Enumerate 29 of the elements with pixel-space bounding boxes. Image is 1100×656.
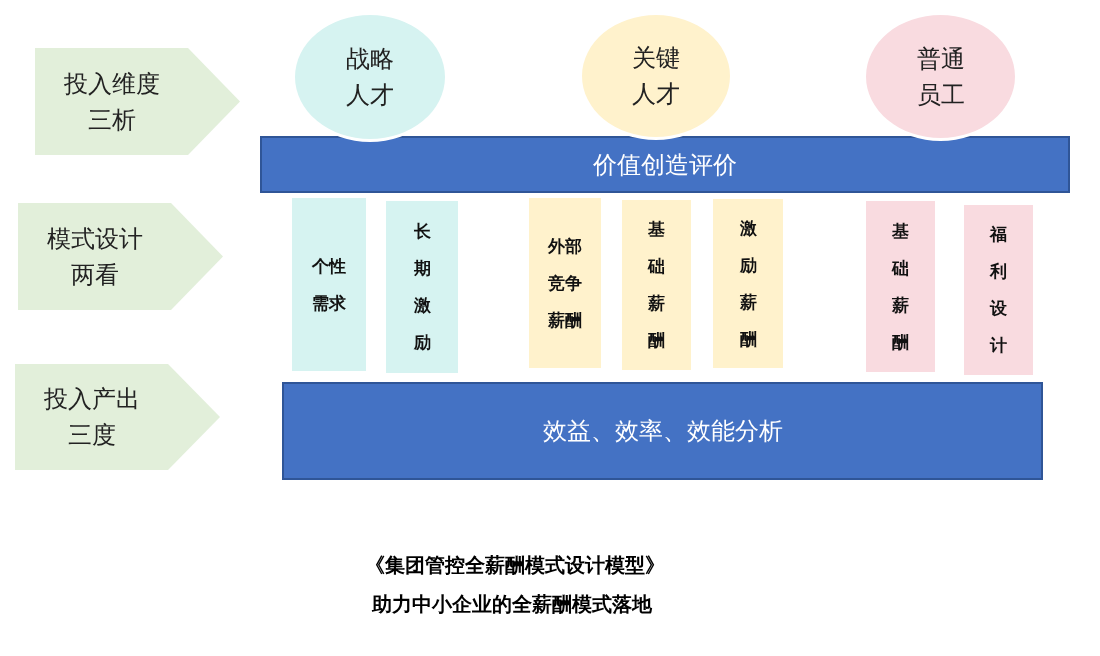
strip-label: 外部竞争薪酬 — [547, 234, 583, 332]
ellipse-label: 战略人才 — [345, 44, 395, 111]
bar-label: 价值创造评价 — [593, 149, 737, 180]
evaluation-bar — [282, 382, 1043, 480]
stage-chevron — [15, 364, 220, 470]
strip-label: 长期激励 — [412, 220, 432, 354]
category-strip — [386, 201, 458, 373]
stage-label: 模式设计两看 — [45, 223, 144, 291]
strip-label: 基础薪酬 — [646, 218, 666, 352]
caption: 《集团管控全薪酬模式设计模型》 — [365, 552, 665, 579]
category-strip — [529, 198, 601, 368]
strip-label: 激励薪酬 — [738, 216, 758, 351]
category-strip — [622, 200, 691, 370]
stage-chevron — [35, 48, 240, 155]
category-strip — [964, 205, 1033, 375]
strip-label: 个性需求 — [311, 254, 347, 315]
strip-label: 福利设计 — [988, 223, 1008, 357]
evaluation-bar — [260, 136, 1070, 193]
category-strip — [713, 199, 783, 368]
ellipse-label: 普通员工 — [915, 43, 966, 111]
stage-chevron — [18, 203, 223, 310]
category-strip — [292, 198, 366, 371]
bar-label: 效益、效率、效能分析 — [542, 416, 783, 446]
subtitle: 助力中小企业的全薪酬模式落地 — [372, 591, 652, 618]
stage-label: 投入维度三析 — [62, 68, 161, 136]
ellipse-label: 关键人才 — [631, 43, 681, 110]
category-strip — [866, 201, 935, 372]
stage-label: 投入产出三度 — [42, 384, 141, 451]
strip-label: 基础薪酬 — [890, 219, 910, 354]
